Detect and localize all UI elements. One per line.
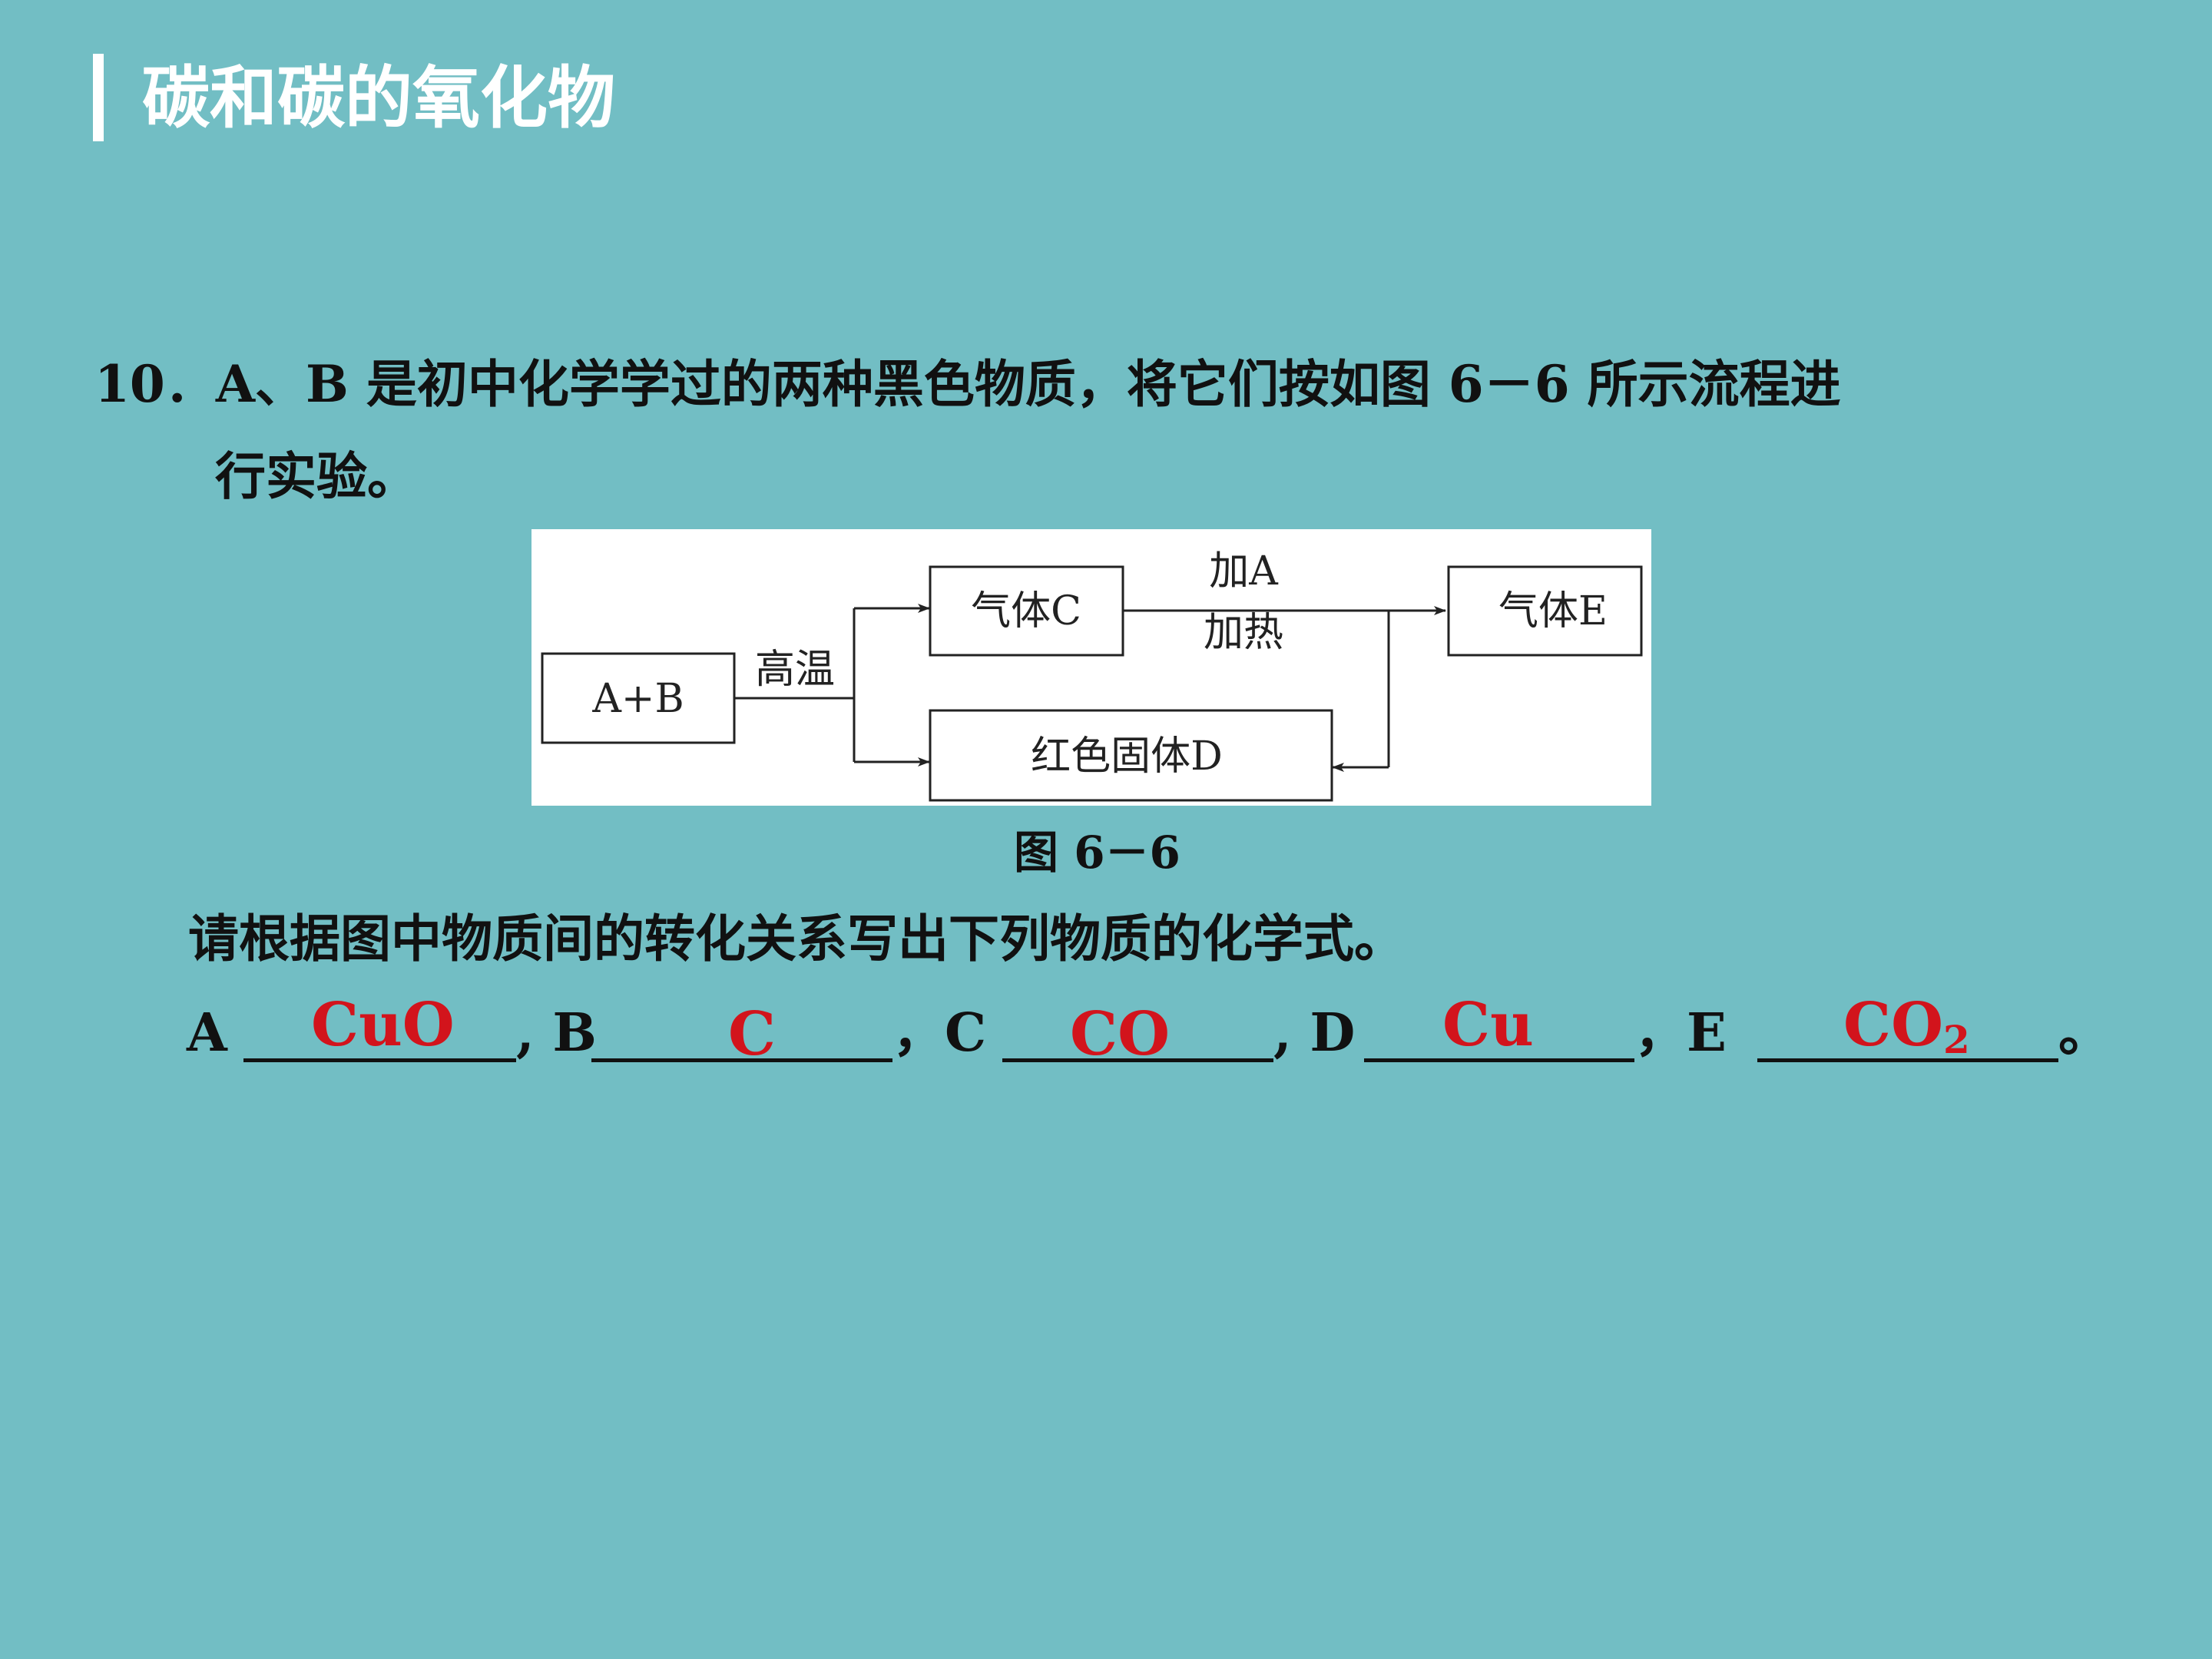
flow-diagram-svg: A+B 高温 气体C 加A 加热 气体E 红色固体D [541,548,1643,802]
condition-add-a: 加A [1209,548,1279,594]
answer-e-subscript: 2 [1943,1017,1970,1062]
answer-blank-a [243,1058,516,1062]
box-red-solid-d [929,709,1333,802]
instruction-text: 请根据图中物质间的转化关系写出下列物质的化学式。 [188,909,1405,969]
condition-high-temp: 高温 [755,647,835,693]
label-a: A [187,1002,227,1064]
answer-blank-b [591,1058,892,1062]
answer-e: CO2 [1843,991,1970,1075]
box-red-solid-d-label: 红色固体D [1031,733,1223,780]
label-e: ，E [1634,1002,1727,1064]
label-c: ，C [892,1002,987,1064]
flow-diagram: A+B 高温 气体C 加A 加热 气体E 红色固体D [531,529,1651,806]
box-gas-c-label: 气体C [971,588,1081,634]
answer-blank-e [1757,1058,2058,1062]
box-a-plus-b-label: A+B [591,676,684,722]
label-b: , B [516,1002,597,1064]
answer-a: CuO [311,990,455,1060]
answer-b: C [728,999,777,1069]
condition-heat: 加热 [1204,610,1283,656]
question-text-line2: 行实验。 [215,446,418,506]
box-gas-e [1447,565,1643,657]
question-text-line1: 10．A、B 是初中化学学过的两种黑色物质，将它们按如图 6－6 所示流程进 [94,354,1841,414]
box-gas-e-label: 气体E [1498,588,1608,634]
end-mark: 。 [2058,1002,2111,1064]
answer-blank-c [1002,1058,1273,1062]
answer-c: CO [1070,999,1171,1069]
figure-caption: 图 6－6 [1014,826,1181,879]
answer-e-main: CO [1843,990,1944,1060]
answer-blank-d [1364,1058,1634,1062]
answer-row: A CuO , B C ，C CO , D Cu ，E CO2 。 [0,991,2212,1075]
page-title: 碳和碳的氧化物 [142,58,616,137]
answer-d: Cu [1442,990,1534,1060]
title-accent-bar [93,54,104,141]
label-d: , D [1273,1002,1356,1064]
